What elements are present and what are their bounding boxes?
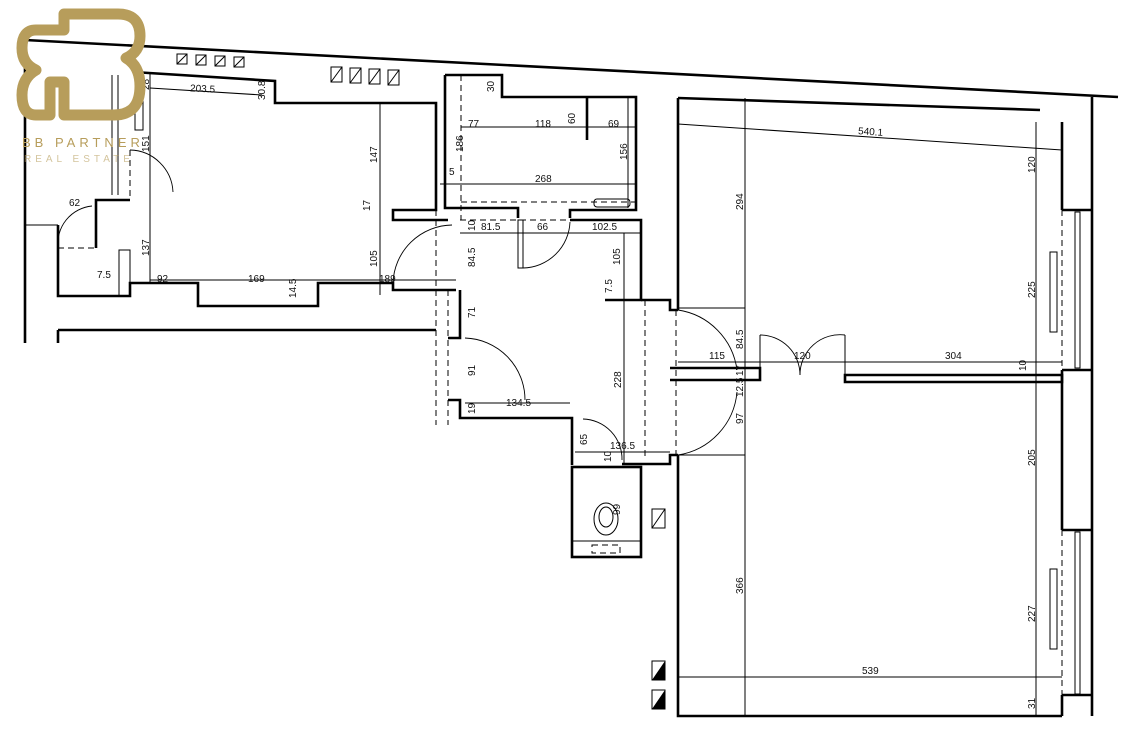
brand-tagline: REAL ESTATE: [24, 154, 134, 165]
dim-label: 5: [449, 167, 455, 178]
dim-label: 14.5: [288, 278, 299, 298]
dim-label: 294: [735, 193, 746, 210]
left-room-walls: [56, 70, 456, 308]
radiator-icon: [1049, 251, 1058, 333]
window: [1074, 211, 1081, 369]
dim-label: 115: [709, 351, 725, 362]
dim-label: 81.5: [481, 222, 501, 233]
brand-logo: BB PARTNER REAL ESTATE: [16, 8, 146, 165]
dim-label: 10: [1018, 359, 1029, 371]
brand-name: BB PARTNER: [22, 135, 144, 150]
dim-label: 169: [248, 274, 265, 285]
storage-room-walls: [440, 73, 638, 220]
dim-label: 304: [945, 351, 962, 362]
dim-label: 69: [608, 119, 620, 130]
door-swing-icon: [57, 205, 93, 249]
dim-label: 137: [141, 239, 152, 256]
dim-label: 99: [612, 503, 623, 515]
toilet-icon: [593, 502, 619, 536]
dim-label: 105: [612, 248, 623, 265]
dim-label: 28: [141, 78, 152, 90]
door-swing-icon: [522, 221, 571, 269]
dim-label: 225: [1027, 281, 1038, 298]
radiator-icon: [1049, 568, 1058, 650]
dim-label: 7.5: [604, 279, 615, 293]
vent-icons: [176, 53, 666, 710]
dim-label: 17: [362, 199, 373, 211]
dim-label: 10: [603, 450, 614, 462]
dim-label: 66: [537, 222, 549, 233]
dim-label: 366: [735, 577, 746, 594]
door-swing-icon: [677, 391, 738, 456]
dim-label: 17: [735, 364, 746, 376]
dim-label: 65: [579, 433, 590, 445]
dim-label: 84.5: [735, 329, 746, 349]
dim-label: 539: [862, 666, 879, 677]
dim-label: 120: [794, 351, 811, 362]
dim-label: 30.8: [257, 80, 268, 100]
dim-label: 105: [369, 250, 380, 267]
chimney-hatch: [118, 249, 131, 297]
window: [1074, 531, 1081, 695]
dim-label: 118: [535, 119, 551, 130]
door-swing-icon: [392, 224, 453, 284]
dim-label: 134.5: [506, 398, 531, 409]
dim-label: 186: [455, 135, 466, 152]
dim-label: 97: [735, 412, 746, 424]
dim-label: 147: [369, 146, 380, 163]
dim-label: 120: [1027, 156, 1038, 173]
dim-label: 62: [69, 198, 81, 209]
toilet-room: [570, 465, 643, 559]
door-swing-icon: [759, 334, 801, 376]
dim-label: 91: [467, 364, 478, 376]
outer-walls: [23, 38, 1119, 716]
door-swing-icon: [677, 309, 738, 371]
door-swing-icon: [799, 334, 846, 376]
dim-label: 136.5: [610, 441, 635, 452]
dim-label: 540.1: [858, 126, 884, 139]
dim-label: 12.5: [735, 377, 746, 397]
dim-label: 60: [567, 112, 578, 124]
dimension-labels: 203.5 30.8 28 151 147 17 137 105 62 7.5 …: [69, 78, 1038, 709]
dim-label: 10: [467, 219, 478, 231]
dim-label: 268: [535, 174, 552, 185]
dim-label: 227: [1027, 605, 1038, 622]
dim-label: 189: [379, 274, 396, 285]
hall-walls: [435, 210, 738, 466]
door-swing-icon: [464, 337, 526, 401]
dim-label: 84.5: [467, 247, 478, 267]
dim-label: 30: [486, 80, 497, 92]
door-swing-icon: [582, 418, 623, 461]
dim-label: 205: [1027, 449, 1038, 466]
dim-label: 92: [157, 274, 169, 285]
dim-label: 203.5: [190, 83, 216, 95]
dim-label: 71: [467, 306, 478, 318]
dim-label: 77: [468, 119, 480, 130]
dim-label: 102.5: [592, 222, 617, 233]
door-swing-icon: [129, 149, 174, 193]
dim-label: 228: [613, 371, 624, 388]
dim-label: 156: [619, 143, 630, 160]
right-room-walls: [670, 96, 1092, 718]
dim-label: 151: [141, 135, 152, 152]
dim-label: 7.5: [97, 270, 111, 281]
dim-label: 31: [1027, 697, 1038, 709]
dim-label: 19: [467, 402, 478, 414]
